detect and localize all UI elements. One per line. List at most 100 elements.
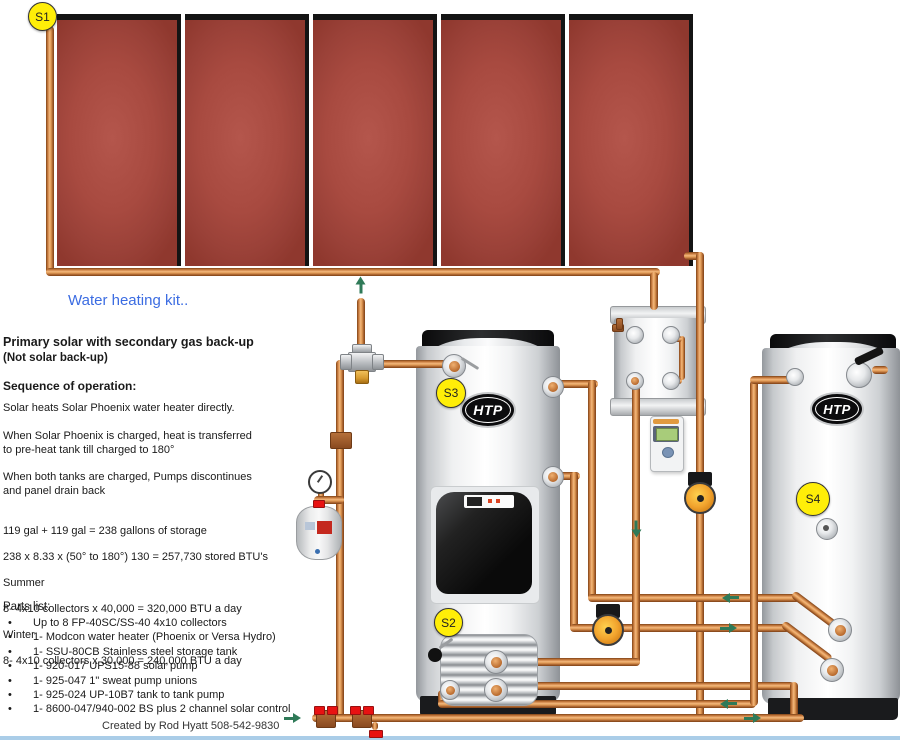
flow-arrow-left-icon <box>722 593 739 603</box>
pipe-drop-to-storage-tank <box>650 272 658 310</box>
drain-valve <box>428 648 442 662</box>
solar-collector-panel <box>441 14 565 266</box>
burner-door <box>436 492 532 594</box>
sensor-s2-text: S2 <box>441 615 456 630</box>
pipe-preheat-top-stub <box>750 376 798 384</box>
valve-right-nut <box>372 354 384 370</box>
expansion-tank-sticker <box>305 522 315 530</box>
pipe-to-transfer-pump <box>570 472 578 630</box>
pipe-tank-mid-port-stub <box>554 472 580 480</box>
pipe-preheat-left-riser <box>750 380 758 706</box>
storage-tank-port <box>662 372 680 390</box>
controller-label <box>653 419 679 424</box>
storage-tank-port <box>662 326 680 344</box>
storage-tank-bottom-band <box>610 398 706 416</box>
air-vent-valve-stem <box>616 318 623 330</box>
flow-arrow-right-icon <box>720 623 737 633</box>
calc-line: 119 gal + 119 gal = 238 gallons of stora… <box>3 525 207 537</box>
parts-list-item: Up to 8 FP-40SC/SS-40 4x10 collectors <box>3 616 290 631</box>
pipe-to-preheat-upper <box>588 594 800 602</box>
sequence-title: Sequence of operation: <box>3 379 137 393</box>
parts-list: Up to 8 FP-40SC/SS-40 4x10 collectors 1-… <box>3 616 290 717</box>
pipe-above-fill-valve <box>357 298 365 356</box>
pressure-gauge <box>308 470 332 494</box>
diagram-title: Water heating kit.. <box>68 292 189 309</box>
parts-list-item: 1- Modcon water heater (Phoenix or Versa… <box>3 630 290 645</box>
calc-line: 238 x 8.33 x (50° to 180°) 130 = 257,730… <box>3 551 268 563</box>
pipe-under-tank-run <box>438 700 756 708</box>
htp-brand-logo: HTP <box>810 392 864 426</box>
pump-body <box>684 482 716 514</box>
preheat-upper-side-port <box>828 618 852 642</box>
pipe-tank-top-port-stub <box>554 380 598 388</box>
coil-upper-port <box>484 650 508 674</box>
description-subheading: (Not solar back-up) <box>3 352 108 364</box>
pipe-bottom-main <box>312 714 804 722</box>
sensor-label-s3: S3 <box>436 378 466 408</box>
pipe-solar-supply-left <box>46 26 54 276</box>
parts-list-item: 1- SSU-80CB Stainless steel storage tank <box>3 645 290 660</box>
pipe-stub-collector-return <box>684 252 704 260</box>
solar-collector-panel <box>185 14 309 266</box>
flow-arrow-right-icon <box>744 713 761 723</box>
burner-indicator-light <box>496 499 500 503</box>
pipe-storage-external-loop <box>679 336 685 380</box>
drain-red-cap <box>369 730 383 738</box>
sequence-step: Solar heats Solar Phoenix water heater d… <box>3 402 235 414</box>
sensor-s3-text: S3 <box>443 386 459 400</box>
parts-list-item: 1- 920-017 UPS15-88 solar pump <box>3 659 290 674</box>
pipe-valve-to-tank <box>376 360 458 368</box>
sequence-step: When both tanks are charged, Pumps disco… <box>3 471 252 497</box>
coil-bottom-left-port <box>440 680 460 700</box>
flow-arrow-left-icon <box>720 699 737 709</box>
calc-line: 8- 4x10 collectors x 40,000 = 320,000 BT… <box>3 603 242 615</box>
coil-lower-port <box>484 678 508 702</box>
tank-sensor-port <box>442 354 466 378</box>
pipe-tank-to-preheat-down <box>588 380 596 600</box>
pipe-coil-upper-run <box>500 658 640 666</box>
pipe-collector-manifold <box>46 268 660 276</box>
sequence-step: When Solar Phoenix is charged, heat is t… <box>3 430 252 456</box>
expansion-tank <box>296 506 342 560</box>
valve-brass-cap <box>355 370 369 384</box>
calc-line: Summer <box>3 577 45 589</box>
expansion-isolation-valve <box>313 500 325 508</box>
controller-button <box>662 447 674 458</box>
storage-tank-port <box>626 372 644 390</box>
sensor-label-s2: S2 <box>434 608 463 637</box>
drain-spout <box>372 722 378 730</box>
parts-list-item: 1- 925-024 UP-10B7 tank to tank pump <box>3 688 290 703</box>
valve-red-handle <box>327 706 338 715</box>
pump-body <box>592 614 624 646</box>
htp-brand-logo: HTP <box>460 392 516 428</box>
valve-red-handle <box>363 706 374 715</box>
flow-arrow-right-icon <box>284 713 301 723</box>
flow-arrow-up-icon <box>356 277 366 294</box>
burner-indicator-light <box>488 499 492 503</box>
valve-left-nut <box>340 354 352 370</box>
solar-collector-panel <box>569 14 693 266</box>
solar-collector-panel <box>57 14 181 266</box>
parts-list-item: 1- 925-047 1" sweat pump unions <box>3 674 290 689</box>
credit-line: Created by Rod Hyatt 508-542-9830 <box>102 720 280 732</box>
sensor-well <box>823 525 829 531</box>
burner-lcd <box>467 497 482 506</box>
sensor-label-s1: S1 <box>28 2 57 31</box>
flow-arrow-down-icon <box>632 521 642 538</box>
expansion-tank-drain <box>315 549 320 554</box>
pipe-expansion-branch <box>314 496 344 504</box>
pipe-gauge-stem <box>318 488 324 500</box>
preheat-lower-side-port <box>820 658 844 682</box>
ground-line <box>0 736 900 740</box>
tank-right-upper-port <box>542 376 564 398</box>
pipe-pump-outlet-to-preheat <box>618 624 790 632</box>
tank-right-mid-port <box>542 466 564 488</box>
sensor-s1-text: S1 <box>35 9 50 24</box>
sensor-s4-text: S4 <box>805 492 821 506</box>
preheat-top-left-port <box>786 368 804 386</box>
parts-list-title: Parts list: <box>3 601 51 613</box>
htp-logo-text: HTP <box>473 402 503 418</box>
sensor-label-s4: S4 <box>796 482 830 516</box>
htp-logo-text: HTP <box>823 401 851 417</box>
